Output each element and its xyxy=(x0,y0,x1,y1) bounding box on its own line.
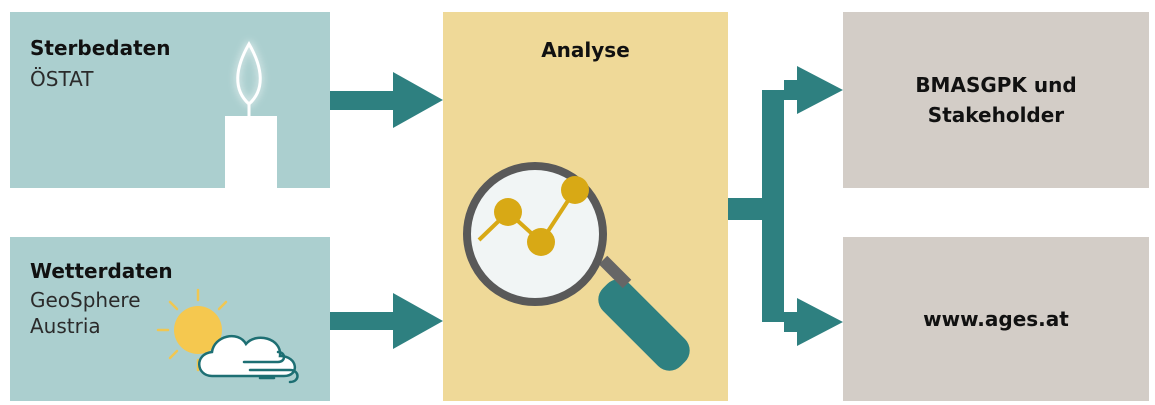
source-title: Sterbedaten xyxy=(30,36,171,60)
destination-label: www.ages.at xyxy=(923,307,1069,331)
magnifier-chart-icon xyxy=(463,162,690,371)
source-subtitle-line-1: GeoSphere xyxy=(30,288,141,312)
source-subtitle-line-2: Austria xyxy=(30,314,101,338)
destination-box-bmasgpk: BMASGPK und Stakeholder xyxy=(843,12,1149,188)
destination-label: BMASGPK und Stakeholder xyxy=(915,70,1076,130)
destination-label-line-2: Stakeholder xyxy=(927,103,1065,127)
destination-label-line-1: BMASGPK und xyxy=(915,73,1077,97)
analysis-title: Analyse xyxy=(541,38,630,62)
source-subtitle: ÖSTAT xyxy=(30,67,94,91)
chart-dot xyxy=(527,228,555,256)
source-title: Wetterdaten xyxy=(30,259,173,283)
arrow-sterbedaten-to-analyse xyxy=(330,72,443,128)
arrow-split-to-destinations xyxy=(728,66,843,346)
arrow-wetterdaten-to-analyse xyxy=(330,293,443,349)
sun-cloud-wind-icon xyxy=(156,288,299,384)
chart-dot xyxy=(561,176,589,204)
chart-dot xyxy=(494,198,522,226)
destination-box-ages: www.ages.at xyxy=(843,237,1149,401)
analysis-box: Analyse xyxy=(443,12,728,401)
candle-icon xyxy=(225,41,277,188)
source-box-wetterdaten: Wetterdaten GeoSphere Austria xyxy=(10,237,330,401)
source-box-sterbedaten: Sterbedaten ÖSTAT xyxy=(10,12,330,188)
